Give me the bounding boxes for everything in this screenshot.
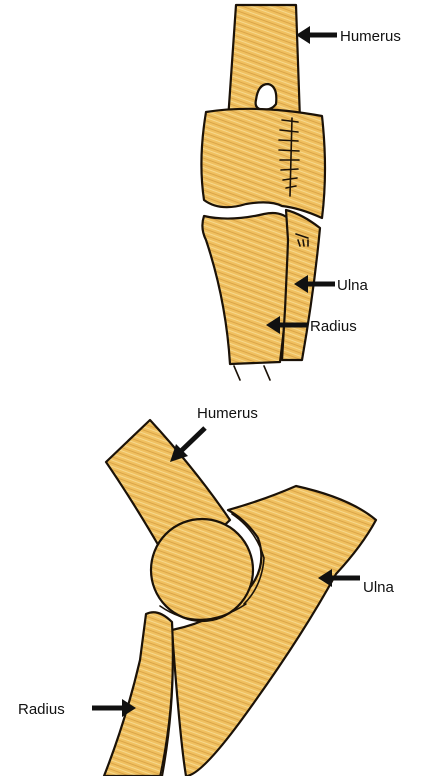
front-humerus-fossa (256, 84, 277, 110)
front-humerus-callout: Humerus (296, 26, 401, 45)
front-view: Humerus Ulna Radius (201, 5, 400, 380)
front-radius (202, 213, 292, 364)
front-ulna-label: Ulna (337, 277, 369, 294)
front-radius-label: Radius (310, 318, 357, 335)
side-humerus-label: Humerus (197, 405, 258, 422)
side-humerus-callout: Humerus (170, 405, 258, 462)
side-view: Humerus Ulna Radius (18, 405, 395, 776)
front-humerus-condyle (201, 109, 325, 218)
front-humerus-label: Humerus (340, 28, 401, 45)
side-ulna-callout: Ulna (318, 569, 395, 596)
side-radius-callout: Radius (18, 699, 136, 718)
side-ulna-label: Ulna (363, 579, 395, 596)
front-ulna-callout: Ulna (294, 275, 369, 294)
side-radius-label: Radius (18, 701, 65, 718)
side-radius (104, 612, 173, 776)
side-humerus-condyle (151, 519, 253, 621)
front-shaft-line (234, 366, 270, 380)
front-radius-callout: Radius (266, 316, 357, 335)
